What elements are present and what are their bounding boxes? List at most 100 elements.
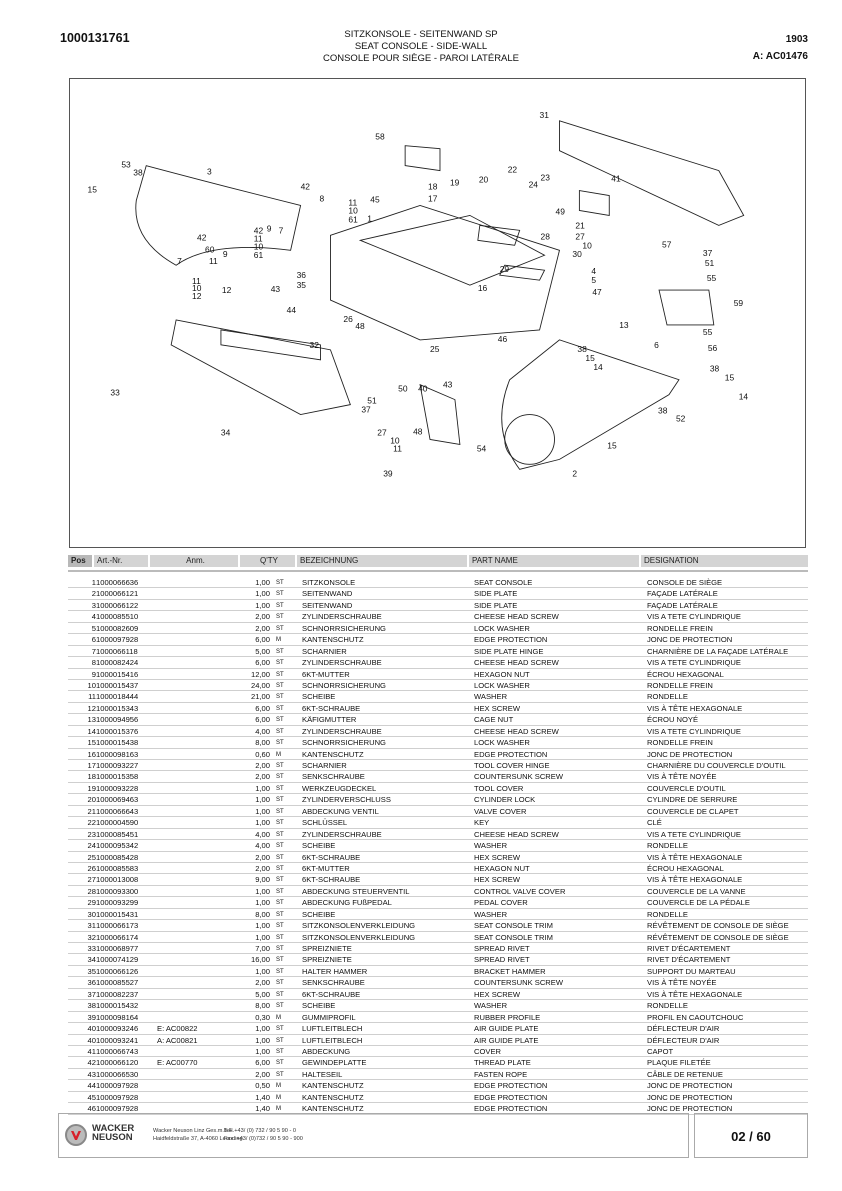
row-unit: ST <box>276 671 284 678</box>
row-unit: ST <box>276 682 284 689</box>
callout-number: 23 <box>541 173 551 183</box>
callout-number: 9 <box>267 223 272 233</box>
row-art-nr: 1000066530 <box>96 1069 139 1079</box>
header-divider <box>68 570 808 572</box>
row-unit: ST <box>276 1071 284 1078</box>
col-anm: Anm. <box>150 555 238 567</box>
row-part-name: LOCK WASHER <box>474 623 530 633</box>
row-bezeichnung: 6KT-SCHRAUBE <box>302 875 361 885</box>
row-qty: 4,00 <box>255 829 270 839</box>
row-part-name: CAGE NUT <box>474 715 514 725</box>
row-part-name: TOOL COVER <box>474 783 524 793</box>
row-pos: 24 <box>87 841 96 851</box>
row-pos: 5 <box>91 623 96 633</box>
row-qty: 6,00 <box>255 1058 270 1068</box>
row-unit: ST <box>276 1060 284 1067</box>
row-designation: RONDELLE <box>647 909 688 919</box>
row-art-nr: 1000085527 <box>96 978 139 988</box>
row-designation: CÂBLE DE RETENUE <box>647 1069 723 1079</box>
row-designation: CLÉ <box>647 818 662 828</box>
row-unit: ST <box>276 705 284 712</box>
row-qty: 2,00 <box>255 761 270 770</box>
row-designation: COUVERCLE DE LA PÉDALE <box>647 898 750 908</box>
row-art-nr: 1000093246 <box>96 1024 139 1034</box>
row-qty: 5,00 <box>255 646 270 656</box>
callout-number: 37 <box>703 248 713 258</box>
callout-number: 52 <box>676 414 686 424</box>
row-designation: JONC DE PROTECTION <box>647 635 733 645</box>
row-part-name: HEXAGON NUT <box>474 669 530 679</box>
row-part-name: HEX SCREW <box>474 703 520 713</box>
callout-number: 13 <box>619 320 629 330</box>
callout-number: 6 <box>654 340 659 350</box>
group-number: 1903 <box>785 34 808 45</box>
row-art-nr: 1000074129 <box>96 955 139 965</box>
callout-number: 37 <box>361 405 371 415</box>
row-pos: 21 <box>87 806 96 816</box>
row-part-name: HEX SCREW <box>474 875 520 885</box>
callout-number: 43 <box>443 380 453 390</box>
row-designation: VIS A TETE CYLINDRIQUE <box>647 726 741 736</box>
row-qty: 24,00 <box>250 680 270 690</box>
callout-number: 10 <box>192 283 202 293</box>
row-unit: ST <box>276 1037 284 1044</box>
row-bezeichnung: SCHARNIER <box>302 646 347 656</box>
group-reference: 1903 A: AC01476 <box>753 31 808 65</box>
row-qty: 8,00 <box>255 909 270 919</box>
row-remark: A: AC00821 <box>157 1035 198 1045</box>
pedal-cover-29 <box>499 264 546 281</box>
row-qty: 2,00 <box>255 978 270 988</box>
row-unit: M <box>276 1094 281 1101</box>
row-bezeichnung: LUFTLEITBLECH <box>302 1024 363 1034</box>
row-qty: 1,00 <box>255 783 270 793</box>
callout-number: 24 <box>529 180 539 190</box>
row-art-nr: 1000095342 <box>96 841 139 851</box>
row-part-name: COUNTERSUNK SCREW <box>474 772 564 782</box>
row-designation: VIS À TÊTE NOYÉE <box>647 772 717 782</box>
row-designation: FAÇADE LATÉRALE <box>647 589 718 599</box>
row-art-nr: 1000093299 <box>96 898 139 908</box>
row-art-nr: 1000085451 <box>96 829 139 839</box>
row-art-nr: 1000066643 <box>96 806 139 816</box>
callout-number: 15 <box>585 353 595 363</box>
row-art-nr: 1000015432 <box>96 1001 139 1011</box>
wacker-neuson-logo-icon <box>65 1124 87 1146</box>
row-qty: 12,00 <box>250 669 270 679</box>
row-designation: PLAQUE FILETÉE <box>647 1058 711 1068</box>
row-art-nr: 1000013008 <box>96 875 139 885</box>
row-qty: 2,00 <box>255 623 270 633</box>
callout-number: 10 <box>582 240 592 250</box>
row-qty: 1,00 <box>255 921 270 931</box>
row-bezeichnung: ZYLINDERSCHRAUBE <box>302 612 382 622</box>
row-designation: RIVET D'ÉCARTEMENT <box>647 944 731 953</box>
callout-number: 10 <box>348 205 358 215</box>
row-unit: ST <box>276 694 284 701</box>
page-title: SITZKONSOLE - SEITENWAND SP SEAT CONSOLE… <box>260 29 582 65</box>
callout-number: 22 <box>508 165 518 175</box>
row-pos: 11 <box>88 692 96 702</box>
row-pos: 36 <box>87 978 96 988</box>
callout-number: 41 <box>611 174 621 184</box>
row-bezeichnung: SCHNORRSICHERUNG <box>302 680 386 690</box>
row-pos: 6 <box>91 635 96 645</box>
row-qty: 2,00 <box>255 863 270 873</box>
row-bezeichnung: KANTENSCHUTZ <box>302 1104 364 1114</box>
row-unit: M <box>276 1014 281 1021</box>
row-qty: 6,00 <box>255 703 270 713</box>
row-art-nr: 1000066174 <box>96 932 139 942</box>
